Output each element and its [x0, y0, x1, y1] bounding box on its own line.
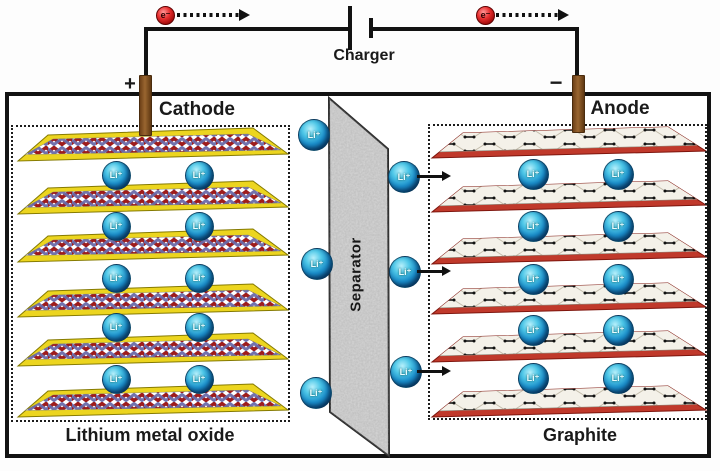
li-ion: Li⁺: [389, 256, 421, 288]
li-ion-label: Li⁺: [309, 387, 323, 398]
li-ion: Li⁺: [101, 364, 131, 394]
cathode-title: Cathode: [159, 99, 235, 120]
li-ion-label: Li⁺: [526, 168, 540, 179]
li-ion-label: Li⁺: [398, 266, 412, 277]
li-ion: Li⁺: [602, 210, 634, 242]
li-ion: Li⁺: [184, 364, 214, 394]
li-ion: Li⁺: [602, 263, 634, 295]
charger-plate-long: [348, 6, 352, 50]
li-ion-label: Li⁺: [109, 373, 123, 384]
electron-icon: e⁻: [476, 6, 495, 25]
electron-flow-dotted-line-right: [496, 13, 558, 17]
anode-region-box: [428, 124, 707, 420]
li-ion-label: Li⁺: [526, 220, 540, 231]
li-ion: Li⁺: [101, 160, 131, 190]
li-ion-label: Li⁺: [109, 272, 123, 283]
li-ion-label: Li⁺: [192, 373, 206, 384]
li-ion-label: Li⁺: [109, 220, 123, 231]
li-ion: Li⁺: [184, 312, 214, 342]
li-ion-transfer-arrow-line: [417, 174, 442, 178]
li-ion-label: Li⁺: [109, 169, 123, 180]
li-ion-transfer-arrowhead: [442, 266, 451, 276]
cathode-terminal-rod: [139, 75, 152, 136]
charger-label: Charger: [333, 47, 395, 64]
separator-label: Separator: [347, 237, 365, 312]
li-ion: Li⁺: [602, 362, 634, 394]
li-ion: Li⁺: [602, 314, 634, 346]
li-ion: Li⁺: [300, 377, 332, 409]
wire-top-right: [372, 27, 579, 31]
li-ion-label: Li⁺: [611, 324, 625, 335]
li-ion: Li⁺: [517, 263, 549, 295]
li-ion: Li⁺: [184, 263, 214, 293]
li-ion-label: Li⁺: [526, 372, 540, 383]
li-ion: Li⁺: [602, 158, 634, 190]
negative-terminal-sign: −: [549, 70, 563, 95]
li-ion-label: Li⁺: [192, 321, 206, 332]
li-ion-label: Li⁺: [611, 220, 625, 231]
electron-label: e⁻: [160, 10, 171, 20]
li-ion: Li⁺: [298, 119, 330, 151]
li-ion-transfer-arrow-line: [417, 269, 442, 273]
electron-flow-arrowhead-right: [558, 9, 569, 21]
li-ion-label: Li⁺: [307, 129, 321, 140]
cathode-material-label: Lithium metal oxide: [65, 425, 235, 445]
electron-icon: e⁻: [156, 6, 175, 25]
li-ion-label: Li⁺: [310, 258, 324, 269]
li-ion: Li⁺: [184, 160, 214, 190]
wire-riser-cathode: [144, 27, 148, 78]
anode-material-label: Graphite: [542, 425, 617, 445]
positive-terminal-sign: +: [124, 73, 136, 95]
electron-flow-arrowhead-left: [239, 9, 250, 21]
electron-label: e⁻: [480, 10, 491, 20]
cathode-layer: [16, 283, 290, 318]
li-ion: Li⁺: [184, 211, 214, 241]
li-ion: Li⁺: [517, 362, 549, 394]
anode-title: Anode: [590, 98, 650, 119]
li-ion: Li⁺: [390, 356, 422, 388]
cathode-layer: [16, 127, 290, 162]
li-ion: Li⁺: [517, 210, 549, 242]
li-ion-label: Li⁺: [526, 324, 540, 335]
li-ion-label: Li⁺: [399, 366, 413, 377]
wire-top-left: [144, 27, 352, 31]
li-ion-label: Li⁺: [192, 272, 206, 283]
electron-flow-dotted-line-left: [177, 13, 239, 17]
li-ion: Li⁺: [101, 263, 131, 293]
li-ion-label: Li⁺: [397, 171, 411, 182]
anode-terminal-rod: [572, 75, 585, 133]
cathode-region-box: [11, 125, 290, 422]
charger-plate-short: [369, 18, 373, 38]
li-ion-label: Li⁺: [611, 372, 625, 383]
li-ion-label: Li⁺: [109, 321, 123, 332]
li-ion: Li⁺: [388, 161, 420, 193]
li-ion-transfer-arrowhead: [442, 366, 451, 376]
li-ion-transfer-arrow-line: [417, 369, 442, 373]
li-ion: Li⁺: [517, 314, 549, 346]
li-ion-label: Li⁺: [192, 220, 206, 231]
wire-riser-anode: [575, 27, 579, 78]
li-ion: Li⁺: [517, 158, 549, 190]
li-ion-label: Li⁺: [611, 168, 625, 179]
li-ion-label: Li⁺: [611, 273, 625, 284]
li-ion: Li⁺: [301, 248, 333, 280]
li-ion-label: Li⁺: [192, 169, 206, 180]
separator-panel: [327, 95, 391, 458]
li-ion: Li⁺: [101, 312, 131, 342]
li-ion-label: Li⁺: [526, 273, 540, 284]
li-ion: Li⁺: [101, 211, 131, 241]
li-ion-transfer-arrowhead: [442, 171, 451, 181]
